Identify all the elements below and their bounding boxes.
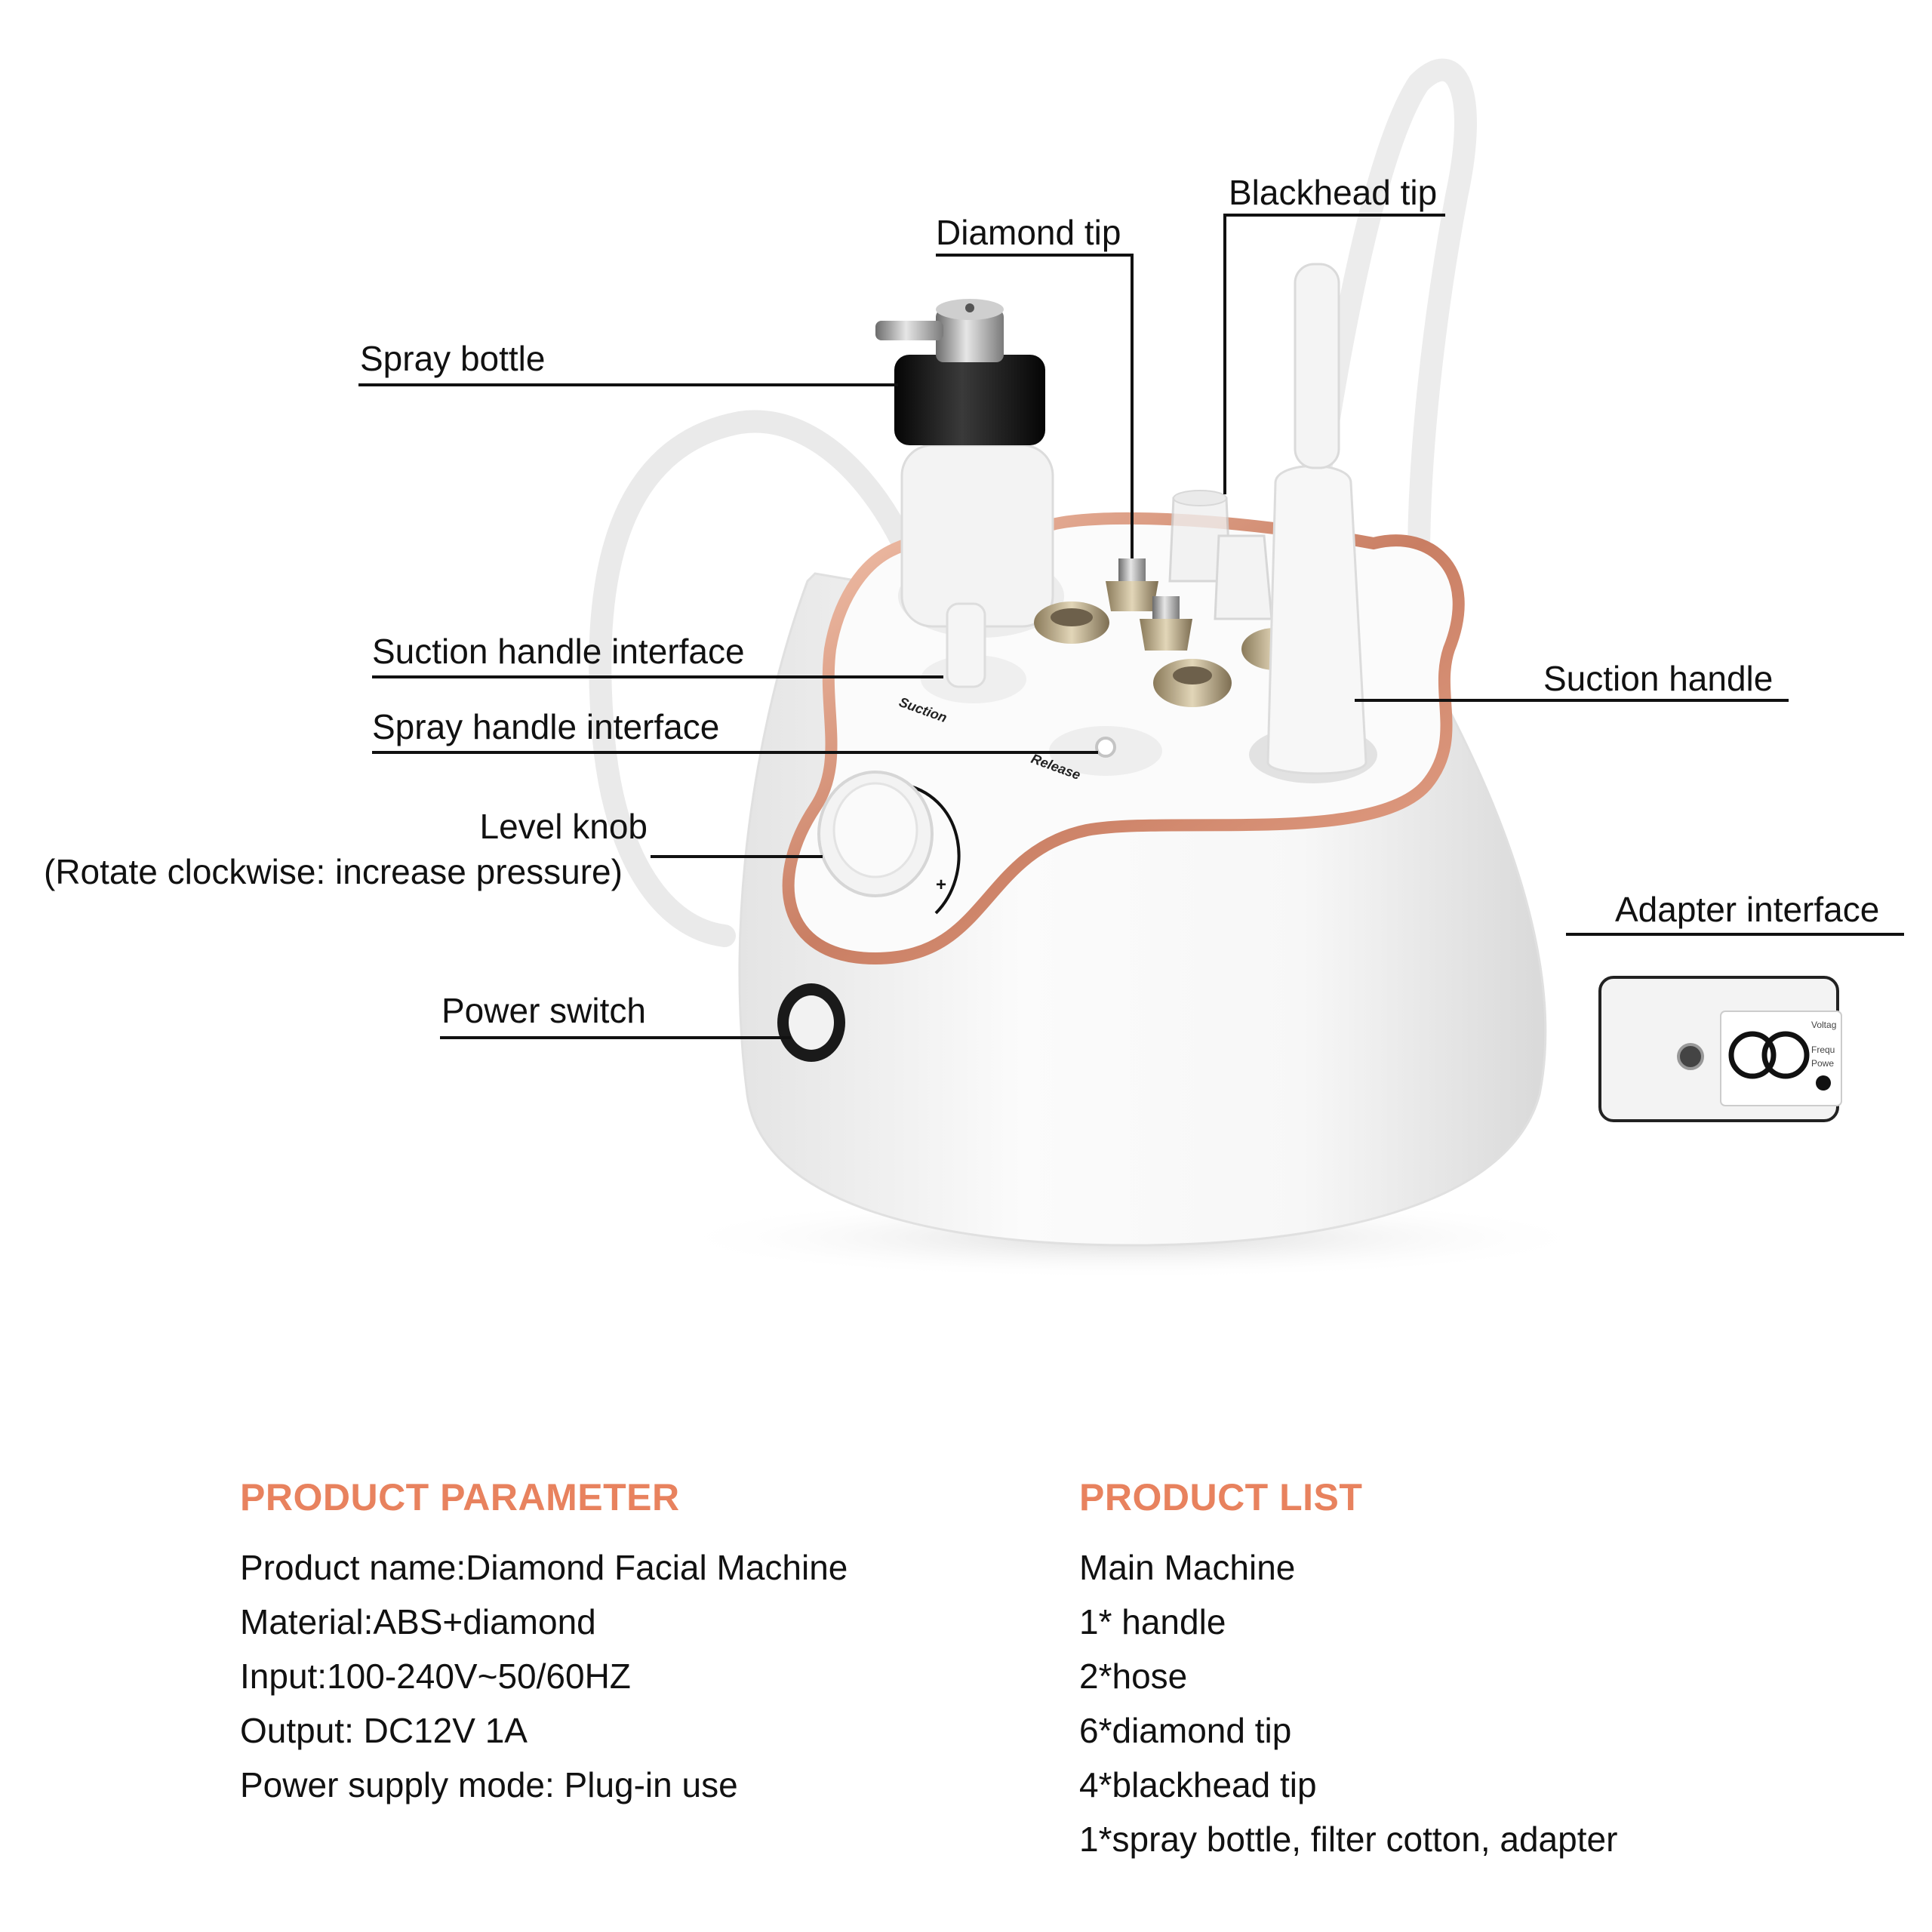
- product-list-section: PRODUCT LIST Main Machine 1* handle 2*ho…: [1079, 1475, 1617, 1866]
- leader-lines: [358, 214, 1904, 1039]
- callout-level-knob: Level knob: [479, 807, 648, 846]
- blackhead-tips: [1168, 490, 1273, 620]
- power-switch-button: [777, 983, 845, 1062]
- product-list-heading: PRODUCT LIST: [1079, 1476, 1363, 1518]
- parameter-row: Power supply mode: Plug-in use: [240, 1765, 738, 1804]
- parameter-row: Material:ABS+diamond: [240, 1602, 596, 1641]
- right-hose: [1302, 58, 1477, 570]
- callout-blackhead-tip: Blackhead tip: [1229, 173, 1438, 212]
- frequency-marking: Frequ: [1811, 1044, 1835, 1055]
- release-nozzle: [1095, 737, 1116, 758]
- product-list-item: 6*diamond tip: [1079, 1711, 1292, 1750]
- power-marking: Powe: [1811, 1058, 1834, 1069]
- product-list-item: 4*blackhead tip: [1079, 1765, 1317, 1804]
- callout-suction-handle: Suction handle: [1543, 659, 1774, 698]
- callout-level-knob-note: (Rotate clockwise: increase pressure): [44, 852, 623, 891]
- callout-suction-handle-interface: Suction handle interface: [372, 632, 745, 671]
- callout-power-switch: Power switch: [441, 991, 646, 1030]
- suction-connector: [946, 602, 986, 688]
- product-list-item: Main Machine: [1079, 1548, 1296, 1587]
- product-list-item: 1*spray bottle, filter cotton, adapter: [1079, 1820, 1618, 1859]
- level-knob: [817, 771, 961, 915]
- product-list-item: 1* handle: [1079, 1602, 1226, 1641]
- spray-bottle: [875, 299, 1054, 628]
- voltage-marking: Voltag: [1811, 1020, 1836, 1030]
- suction-handle-body: [1266, 263, 1367, 775]
- callout-spray-bottle: Spray bottle: [360, 339, 546, 378]
- callout-adapter-interface: Adapter interface: [1615, 890, 1880, 929]
- callout-spray-handle-interface: Spray handle interface: [372, 707, 720, 746]
- product-parameter-heading: PRODUCT PARAMETER: [240, 1476, 680, 1518]
- parameter-row: Output: DC12V 1A: [240, 1711, 528, 1750]
- product-parameter-section: PRODUCT PARAMETER Product name:Diamond F…: [240, 1475, 848, 1812]
- callout-diamond-tip: Diamond tip: [936, 213, 1121, 252]
- parameter-row: Product name:Diamond Facial Machine: [240, 1548, 848, 1587]
- parameter-row: Input:100-240V~50/60HZ: [240, 1657, 631, 1696]
- plus-marking: +: [936, 875, 946, 895]
- adapter-inset: [1598, 976, 1842, 1122]
- left-hose: [589, 410, 947, 947]
- product-list-item: 2*hose: [1079, 1657, 1188, 1696]
